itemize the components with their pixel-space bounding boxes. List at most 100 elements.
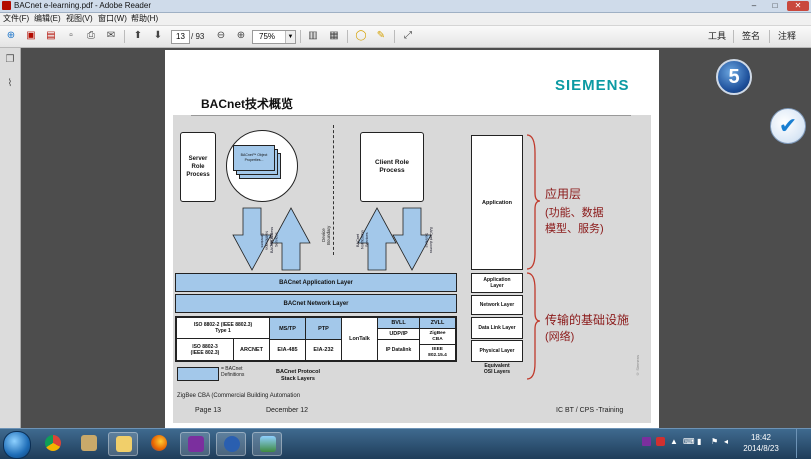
cn-infrastructure: 传输的基础设施 [545, 313, 630, 327]
create-pdf-icon[interactable]: ▣ [26, 30, 36, 41]
zoom-out-icon[interactable]: ⊖ [216, 30, 226, 41]
menu-window[interactable]: 窗口(W) [98, 14, 127, 23]
ip-datalink: IP Datalink [378, 340, 420, 360]
highlight-icon[interactable]: ✎ [376, 30, 386, 41]
tray-app-icon[interactable] [656, 437, 665, 446]
client-role-process: Client Role Process [360, 132, 424, 202]
clock-time: 18:42 [750, 433, 772, 442]
fit-width-icon[interactable]: ▦ [329, 30, 339, 41]
adobe-reader-icon [2, 1, 11, 10]
toolbar-divider [300, 30, 301, 43]
toolbar-divider [733, 30, 734, 43]
tray-keyboard-icon[interactable]: ⌨ [683, 437, 695, 446]
taskbar-onenote[interactable] [180, 432, 210, 456]
ms-tp: MS/TP [270, 318, 306, 340]
header-divider [191, 115, 631, 116]
tray-volume-icon[interactable]: ◂ [724, 437, 729, 446]
fullscreen-icon[interactable]: ⤢ [404, 30, 412, 41]
osi-physical-layer: Physical Layer [471, 340, 523, 362]
zigbee-note: ZigBee CBA (Commercial Building Automati… [177, 393, 301, 399]
zoom-select[interactable]: 75% ▼ [252, 30, 296, 44]
sign-button[interactable]: 签名 [742, 31, 761, 41]
eia-232: EIA-232 [306, 340, 342, 360]
datalink-physical-grid: ISO 8802-2 (IEEE 8802.3) Type 1 ISO 8802… [175, 316, 457, 362]
menu-edit[interactable]: 编辑(E) [34, 14, 61, 23]
comment-button[interactable]: 注释 [778, 31, 797, 41]
page-number-input[interactable]: 13 [171, 30, 190, 44]
minimize-button[interactable]: – [751, 1, 757, 10]
overlay-badge[interactable]: 5 [716, 59, 752, 95]
legend-swatch [177, 367, 219, 381]
taskbar-photo-viewer[interactable] [252, 432, 282, 456]
bird-icon[interactable]: ✔ [770, 108, 806, 144]
cn-application-sub1: (功能、数据 [545, 207, 604, 219]
ptp: PTP [306, 318, 342, 340]
footer-department: IC BT / CPS -Training [556, 407, 624, 414]
chrome-icon [45, 435, 61, 451]
tray-network-icon[interactable]: ▮ [697, 437, 702, 446]
maximize-button[interactable]: □ [772, 1, 778, 10]
legend-text: = BACnet Definitions [221, 366, 245, 378]
stack-caption: BACnet Protocol Stack Layers [276, 369, 320, 382]
toolbar: ⊕ ▣ ▤ ▫ ⎙ ✉ ⬆ ⬇ 13 / 93 ⊖ ⊕ 75% ▼ ▥ ▦ ◯ … [0, 26, 811, 48]
taskbar-chrome[interactable] [38, 432, 68, 456]
arrow-label-notification: BACnet Notification Services [260, 230, 273, 250]
show-desktop-button[interactable] [796, 429, 811, 458]
arrow-label-access-client: BACnet Access Services [424, 226, 434, 254]
pdf-page: SIEMENS BACnet技术概览 Server Role Process B… [165, 50, 659, 428]
footer-date: December 12 [266, 407, 309, 414]
save-icon[interactable]: ▫ [69, 30, 73, 41]
clock-date: 2014/8/23 [743, 444, 779, 453]
zoom-in-icon[interactable]: ⊕ [236, 30, 246, 41]
toolbar-divider [124, 30, 125, 43]
tools-button[interactable]: 工具 [708, 31, 727, 41]
page-count: / 93 [191, 32, 205, 41]
tray-onenote-icon[interactable] [642, 437, 651, 446]
clock[interactable]: 18:42 2014/8/23 [738, 432, 784, 454]
toolbar-divider [347, 30, 348, 43]
email-icon[interactable]: ✉ [106, 30, 116, 41]
slide-header: SIEMENS BACnet技术概览 [173, 55, 651, 115]
udp-ip: UDP/IP [378, 329, 420, 340]
taskbar-media[interactable] [74, 432, 104, 456]
tray-expand-icon[interactable]: ▲ [670, 437, 678, 446]
layer-brackets [526, 134, 541, 380]
taskbar: ▲ ⌨ ▮ ⚑ ◂ 18:42 2014/8/23 [0, 428, 811, 459]
app-5-icon [224, 436, 240, 452]
fit-page-icon[interactable]: ▥ [308, 30, 318, 41]
title-bar: BACnet e-learning.pdf - Adobe Reader – □… [0, 0, 811, 13]
taskbar-firefox[interactable] [144, 432, 174, 456]
osi-network-layer: Network Layer [471, 295, 523, 315]
toolbar-divider [769, 30, 770, 43]
zvll: ZVLL [420, 318, 455, 329]
edit-pdf-icon[interactable]: ▤ [46, 30, 56, 41]
photo-icon [260, 436, 276, 452]
tray-flag-icon[interactable]: ⚑ [711, 437, 719, 446]
iso-8802-2: ISO 8802-2 (IEEE 8802.3) Type 1 [177, 318, 270, 339]
menu-view[interactable]: 视图(V) [66, 14, 93, 23]
cn-network: (网络) [545, 331, 575, 343]
window-title: BACnet e-learning.pdf - Adobe Reader [14, 1, 151, 10]
server-role-process: Server Role Process [180, 132, 216, 202]
start-button[interactable] [3, 431, 31, 459]
print-icon[interactable]: ⎙ [87, 30, 95, 41]
footer-page: Page 13 [195, 407, 222, 414]
close-button[interactable]: ✕ [787, 1, 809, 11]
toolbar-divider [394, 30, 395, 43]
menu-help[interactable]: 帮助(H) [131, 14, 159, 23]
comment-icon[interactable]: ◯ [355, 30, 367, 41]
ieee-802-15-4: IEEE 802.15.4 [428, 347, 447, 358]
taskbar-explorer[interactable] [108, 432, 138, 456]
osi-datalink-layer: Data Link Layer [471, 317, 523, 339]
page-thumbnails-icon[interactable]: ❐ [5, 54, 15, 65]
previous-page-icon[interactable]: ⬆ [133, 30, 143, 41]
cn-application-sub2: 模型、服务) [545, 223, 604, 235]
next-page-icon[interactable]: ⬇ [153, 30, 163, 41]
firefox-icon [151, 435, 167, 451]
menu-file[interactable]: 文件(F) [3, 14, 30, 23]
open-icon[interactable]: ⊕ [6, 30, 16, 41]
object-properties: BACnet™ Object Properties... [233, 145, 275, 171]
taskbar-app-5[interactable] [216, 432, 246, 456]
arrow-label-access: BACnet Access Services [270, 226, 279, 254]
attachments-icon[interactable]: ⌇ [7, 78, 13, 89]
